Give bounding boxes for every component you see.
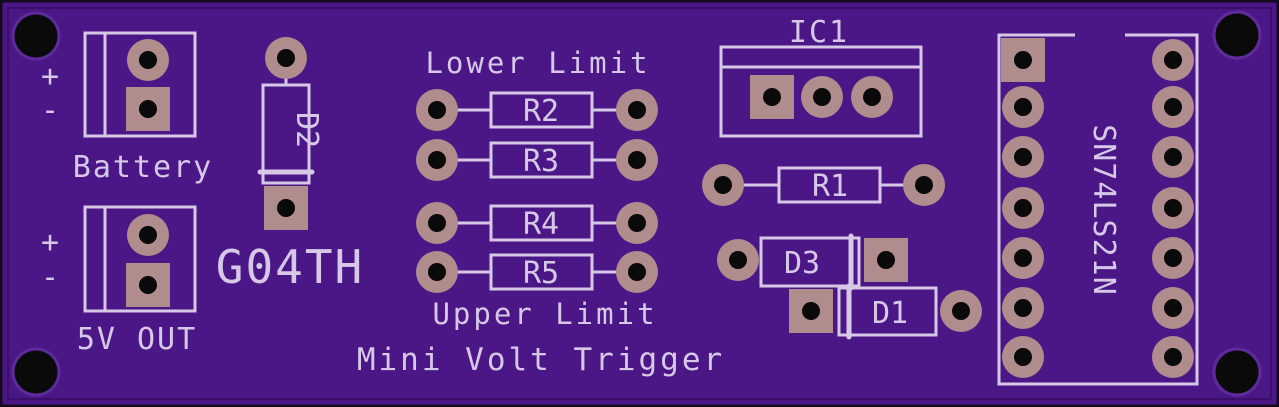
resistor-r2-body xyxy=(489,91,594,129)
board-title: Mini Volt Trigger xyxy=(357,342,725,378)
chip-part-number: SN74LS21N xyxy=(1086,124,1121,296)
resistor-r1: R1 xyxy=(702,164,945,206)
ic1-label: IC1 xyxy=(789,15,849,50)
ic1-outline xyxy=(719,45,923,138)
mounting-hole-top-right xyxy=(1212,10,1262,60)
resistor-r2-label: R2 xyxy=(523,94,559,129)
output-plus-sign: + xyxy=(41,225,59,260)
dip14-outline xyxy=(997,33,1199,386)
resistor-r2: R2 xyxy=(416,89,658,131)
output-pad-plus-hole xyxy=(139,226,157,244)
diode-d1-label: D1 xyxy=(872,296,908,331)
author-mark: G04TH xyxy=(216,240,364,294)
diode-d1: D1 xyxy=(789,283,982,340)
battery-label: Battery xyxy=(73,150,213,185)
resistor-r1-body xyxy=(777,166,882,204)
resistor-r3: R3 xyxy=(416,139,658,181)
diode-d3-label: D3 xyxy=(784,246,820,281)
diode-d2: D2 xyxy=(257,37,324,230)
output-pad-minus-hole xyxy=(139,276,157,294)
resistor-r5: R5 xyxy=(416,251,658,293)
mounting-hole-bottom-left xyxy=(11,347,61,397)
resistor-r5-body xyxy=(489,253,594,291)
board-inner-edge xyxy=(7,7,1272,400)
lower-limit-label: Lower Limit xyxy=(425,46,650,80)
resistor-r3-body xyxy=(489,141,594,179)
battery-connector: + - Battery xyxy=(41,31,213,185)
mounting-hole-bottom-right xyxy=(1212,347,1262,397)
diode-d3-body xyxy=(759,236,861,288)
upper-limit-label: Upper Limit xyxy=(432,297,657,331)
mounting-hole-top-left xyxy=(11,11,61,61)
resistor-r4-body xyxy=(489,204,594,242)
resistor-r1-label: R1 xyxy=(812,169,848,204)
battery-connector-outline xyxy=(83,31,197,138)
resistor-r3-label: R3 xyxy=(523,144,559,179)
resistor-r5-label: R5 xyxy=(523,256,559,291)
output-connector-outline xyxy=(83,205,197,313)
resistor-r4: R4 xyxy=(416,202,658,244)
battery-pad-plus-hole xyxy=(139,51,157,69)
resistor-r4-label: R4 xyxy=(523,207,559,242)
diode-d2-label: D2 xyxy=(289,112,324,148)
ic-sn74ls21n: SN74LS21N xyxy=(997,33,1199,386)
diode-d2-body xyxy=(261,83,311,185)
mounting-holes xyxy=(11,10,1262,397)
ic1-regulator: IC1 xyxy=(719,15,923,138)
battery-pad-minus-hole xyxy=(139,100,157,118)
output-connector: + - 5V OUT xyxy=(41,205,197,357)
diode-d3: D3 xyxy=(717,233,908,291)
diode-d1-body xyxy=(837,286,938,337)
output-label: 5V OUT xyxy=(77,322,197,357)
output-minus-sign: - xyxy=(41,260,59,295)
battery-minus-sign: - xyxy=(41,93,59,128)
battery-plus-sign: + xyxy=(41,59,59,94)
